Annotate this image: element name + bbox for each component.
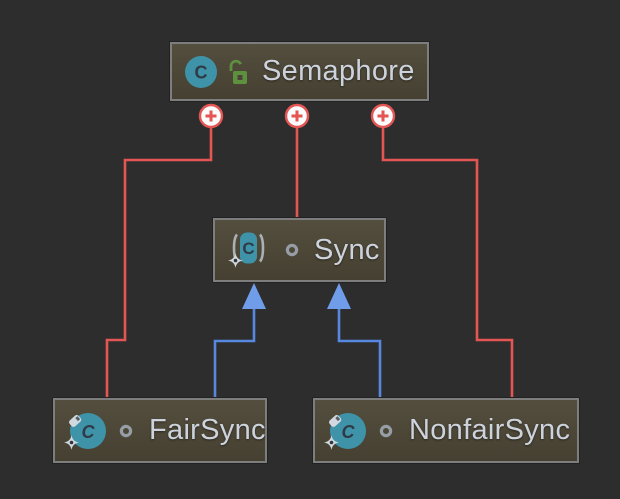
edge-fairsync-extends-sync <box>213 283 266 399</box>
abstract-static-class-icon: C <box>227 230 270 270</box>
inheritance-arrowhead-icon <box>242 283 266 309</box>
class-node-fairsync[interactable]: C FairSync <box>53 398 267 463</box>
package-private-ring-icon <box>285 243 299 257</box>
class-name-label: FairSync <box>149 414 266 446</box>
static-star-badge-icon <box>324 434 339 450</box>
expand-plus-button-middle[interactable] <box>284 103 310 129</box>
static-final-class-icon: C <box>64 410 108 452</box>
class-name-label: Semaphore <box>262 55 415 87</box>
class-node-sync[interactable]: C Sync <box>213 218 386 282</box>
svg-text:C: C <box>342 422 356 442</box>
package-private-ring-icon <box>379 424 393 438</box>
edge-nonfairsync-extends-sync <box>327 283 382 399</box>
plus-icon <box>291 110 303 122</box>
plus-icon <box>377 110 389 122</box>
static-star-badge-icon <box>64 434 79 450</box>
static-final-class-icon: C <box>324 410 368 452</box>
svg-text:C: C <box>242 239 254 258</box>
class-icon: C <box>184 55 218 89</box>
static-star-badge-icon <box>228 253 243 268</box>
edge-semaphore-fairsync <box>105 126 213 399</box>
svg-text:C: C <box>195 62 208 82</box>
plus-icon <box>205 110 217 122</box>
class-node-semaphore[interactable]: C Semaphore <box>170 42 429 101</box>
final-badge-icon <box>69 414 82 427</box>
final-badge-icon <box>329 414 342 427</box>
class-name-label: Sync <box>314 233 380 266</box>
expand-plus-button-left[interactable] <box>198 103 224 129</box>
svg-text:C: C <box>82 422 96 442</box>
class-name-label: NonfairSync <box>409 414 571 446</box>
class-node-nonfairsync[interactable]: C NonfairSync <box>313 398 579 463</box>
edge-semaphore-nonfairsync <box>381 126 514 399</box>
package-private-ring-icon <box>119 424 133 438</box>
public-open-padlock-icon <box>225 57 250 87</box>
inheritance-arrowhead-icon <box>327 283 351 309</box>
expand-plus-button-right[interactable] <box>370 103 396 129</box>
